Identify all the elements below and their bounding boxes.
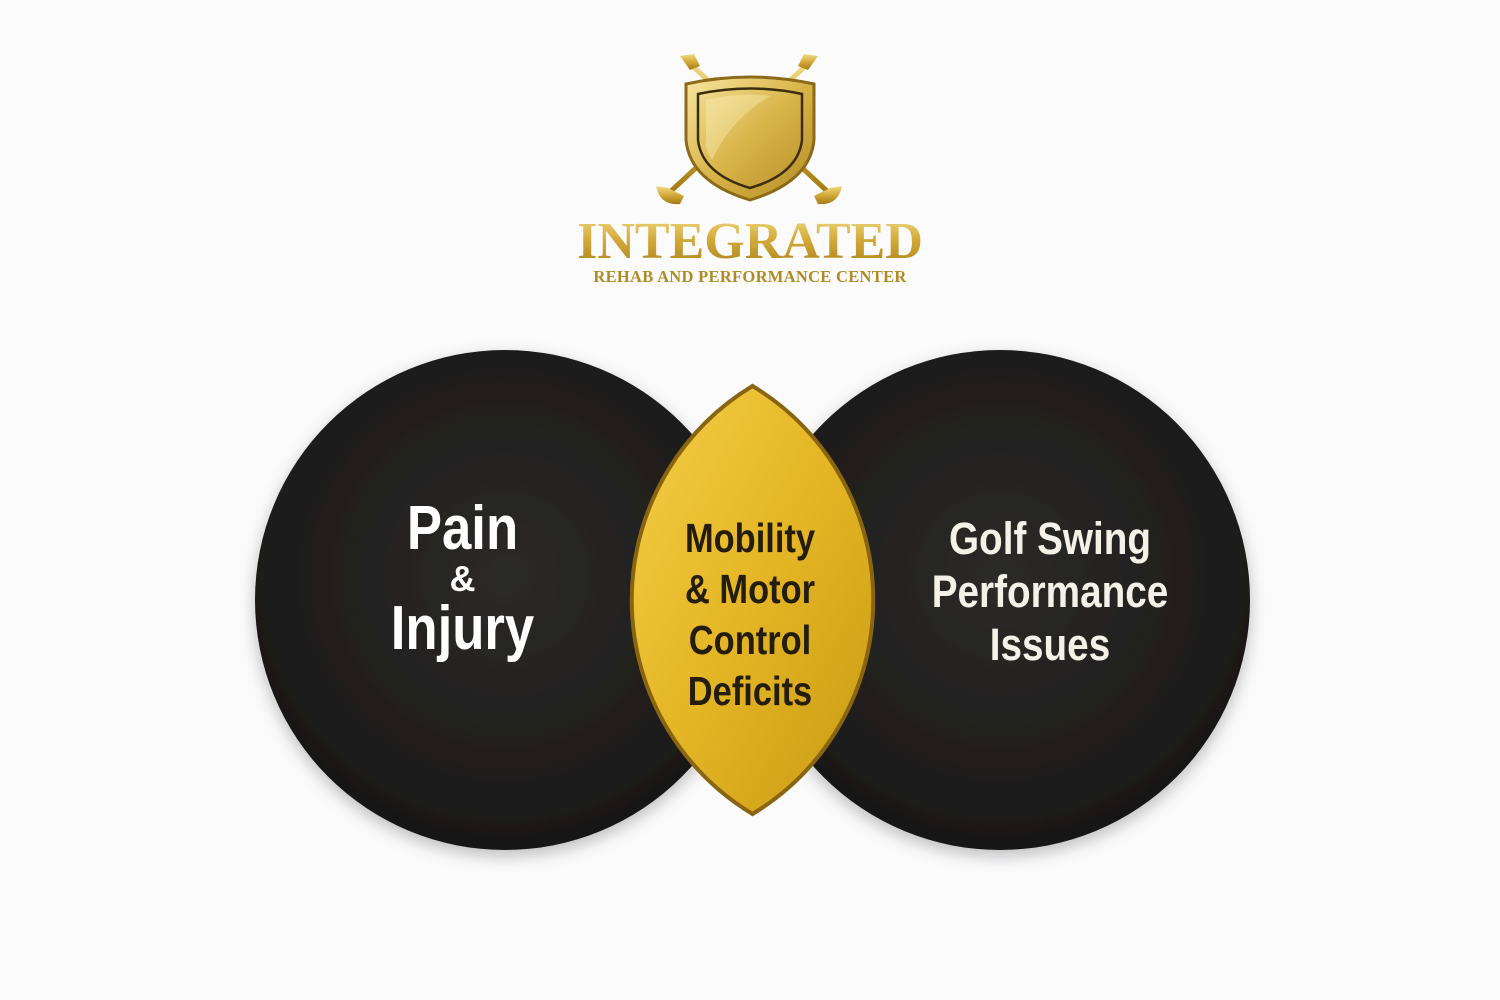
left-label-amp: & xyxy=(449,558,476,599)
right-label-line: Performance xyxy=(931,566,1169,617)
intersection-lens xyxy=(629,383,876,817)
logo-title: INTEGRATED xyxy=(500,212,1000,272)
right-label-line: Issues xyxy=(989,619,1111,670)
left-circle-label: Pain & Injury xyxy=(330,497,595,661)
left-label-line1: Pain xyxy=(406,494,519,563)
right-circle-label: Golf Swing Performance Issues xyxy=(890,512,1210,671)
right-label-line: Golf Swing xyxy=(948,513,1152,564)
intersection-label: Mobility & Motor Control Deficits xyxy=(640,513,860,717)
center-label-line: Mobility xyxy=(684,515,816,561)
center-label-line: Control xyxy=(688,617,812,663)
right-circle xyxy=(750,350,1250,850)
center-label-line: Deficits xyxy=(687,668,813,714)
center-label-line: & Motor xyxy=(684,566,816,612)
logo-subtitle: REHAB AND PERFORMANCE CENTER xyxy=(593,267,907,286)
left-circle xyxy=(255,350,755,850)
left-label-line2: Injury xyxy=(390,594,535,663)
